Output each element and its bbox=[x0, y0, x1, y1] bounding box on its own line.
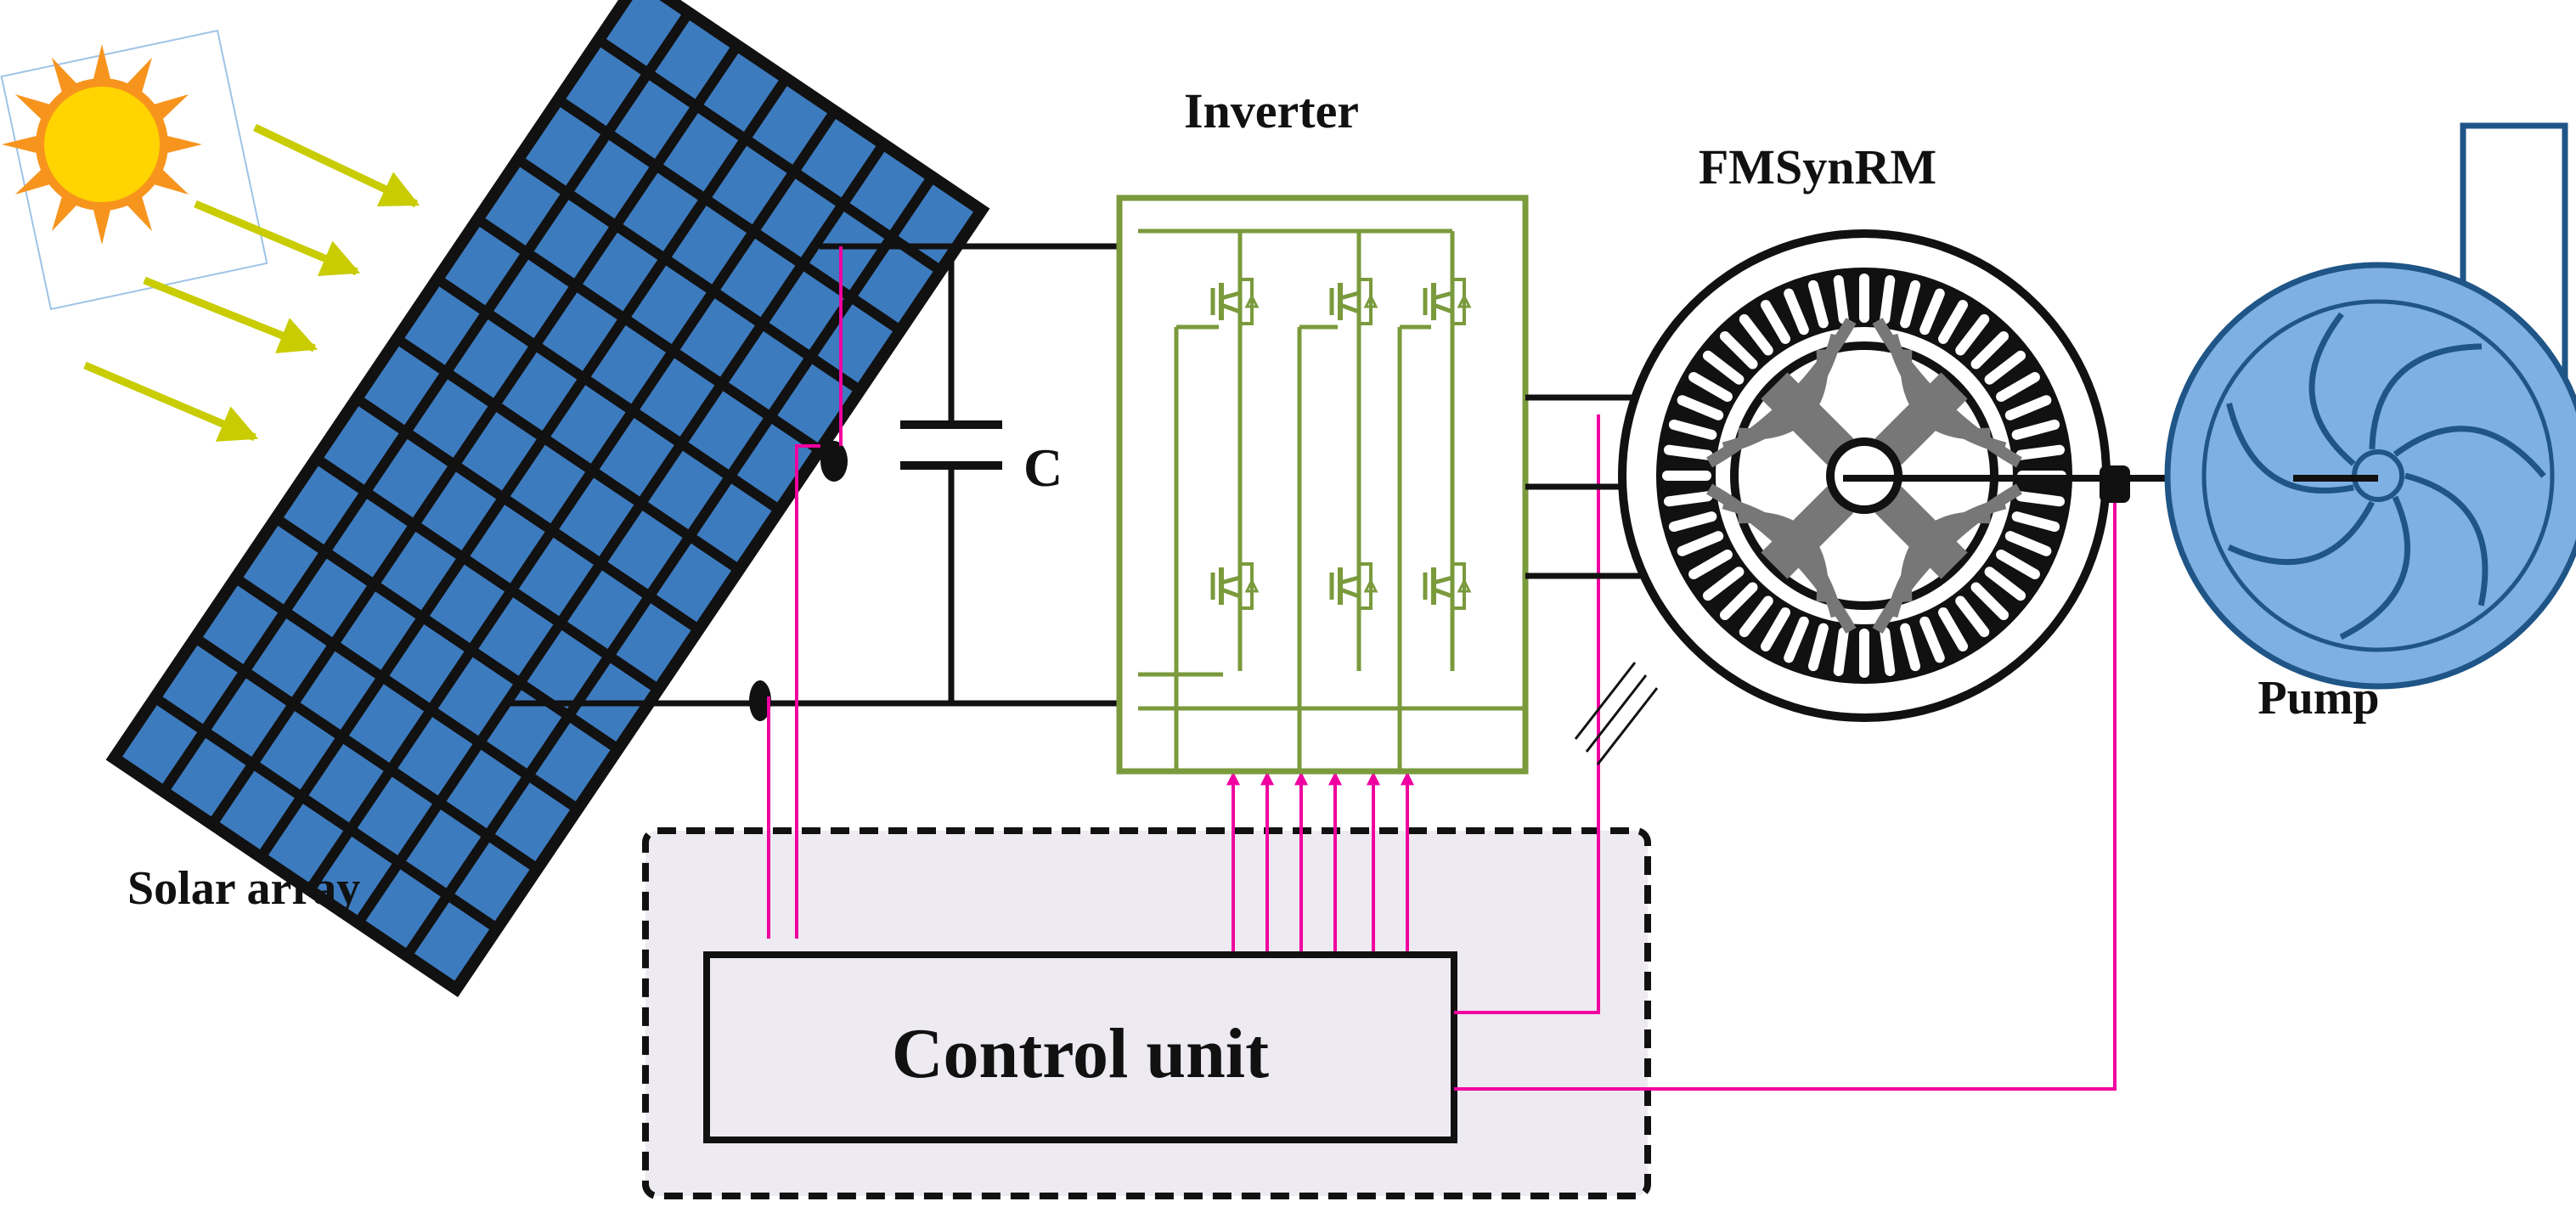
motor-label: FMSynRM bbox=[1699, 139, 1936, 195]
signal-lines bbox=[767, 246, 2117, 1091]
pump-label: Pump bbox=[2258, 672, 2379, 725]
capacitor-symbol bbox=[900, 420, 1002, 470]
three-phase-marker bbox=[1574, 662, 1659, 765]
pump-impeller-icon bbox=[2164, 122, 2576, 690]
solar-array-label: Solar array bbox=[127, 862, 360, 915]
gate-signals bbox=[1226, 771, 1414, 951]
dc-current-sensor bbox=[820, 441, 848, 482]
sun-icon bbox=[0, 29, 268, 311]
inverter-label: Inverter bbox=[1184, 83, 1359, 138]
capacitor-label: C bbox=[1023, 437, 1063, 498]
control-unit-label: Control unit bbox=[892, 1014, 1269, 1093]
dc-bus bbox=[505, 243, 1119, 707]
solar-panel-icon bbox=[105, 0, 990, 998]
inverter-block bbox=[1116, 195, 1529, 775]
dc-voltage-sensor bbox=[749, 680, 771, 721]
speed-sensor bbox=[2100, 465, 2130, 503]
sunlight-arrows bbox=[83, 123, 420, 442]
control-unit-box bbox=[703, 951, 1457, 1143]
